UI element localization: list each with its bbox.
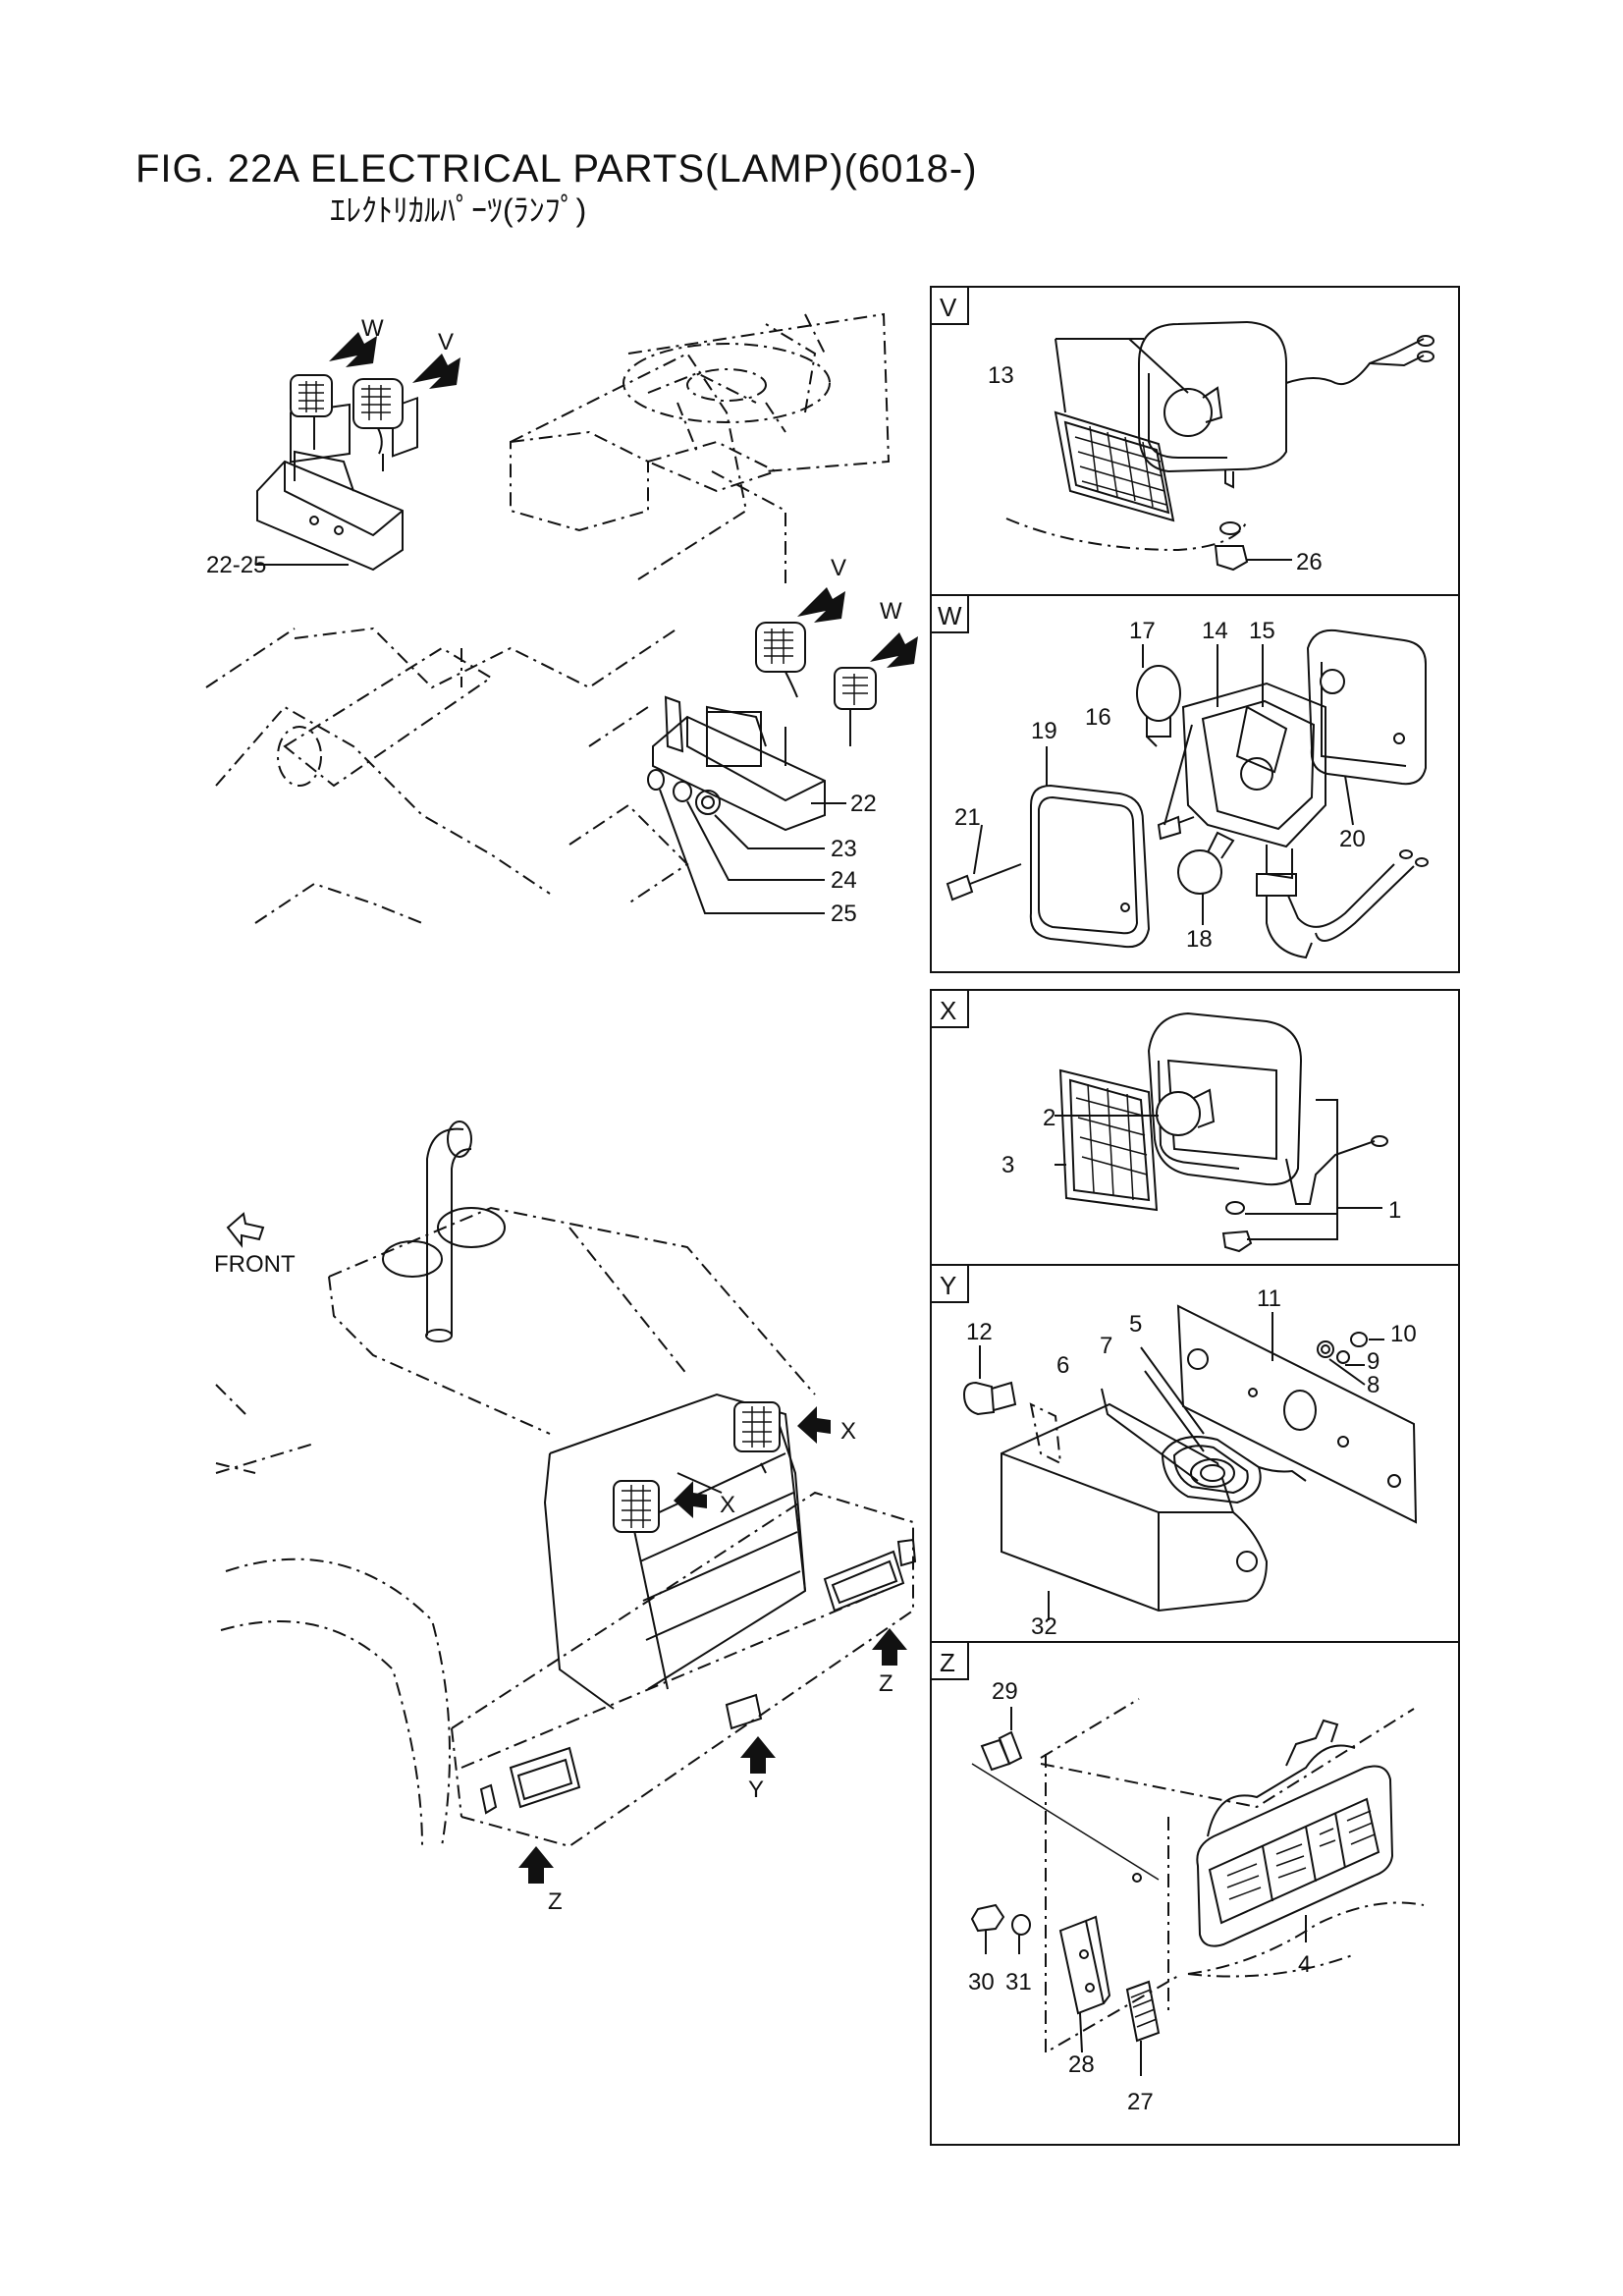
panel-z-content: 29 4 30 31 28 27	[968, 1678, 1425, 2115]
callout-15: 15	[1249, 618, 1275, 644]
callout-13: 13	[988, 362, 1014, 389]
callout-14: 14	[1202, 618, 1228, 644]
callout-4: 4	[1298, 1951, 1311, 1978]
rear-arrow-w-right: W	[880, 598, 902, 625]
rear-arrow-v-left: V	[438, 329, 454, 355]
callout-25: 25	[831, 901, 857, 927]
callout-21: 21	[954, 804, 981, 831]
callout-17: 17	[1129, 618, 1156, 644]
callout-1: 1	[1388, 1197, 1401, 1224]
callout-30: 30	[968, 1969, 995, 1995]
front-arrow-x-upper: X	[840, 1418, 856, 1445]
front-label: FRONT	[214, 1251, 296, 1278]
front-arrow-x-lower: X	[720, 1492, 735, 1518]
panel-y-label: Y	[940, 1271, 956, 1300]
callout-11: 11	[1257, 1285, 1281, 1312]
panel-w: W	[930, 594, 1460, 973]
panel-v-content: 13 26	[988, 320, 1434, 575]
panel-y-content: 11 10 12 5 7 6 9 8 32	[962, 1285, 1418, 1640]
callout-22: 22	[850, 791, 877, 817]
front-view: FRONT	[214, 1121, 917, 1915]
callout-18: 18	[1186, 926, 1213, 953]
callout-7: 7	[1100, 1333, 1112, 1359]
callout-24: 24	[831, 867, 857, 894]
panel-w-content: 17 14 15 16 19 21 20 18	[946, 618, 1429, 959]
figure-title: FIG. 22A ELECTRICAL PARTS(LAMP)(6018-)	[135, 147, 978, 191]
panel-z-label: Z	[940, 1648, 955, 1677]
callout-8: 8	[1367, 1372, 1380, 1398]
callout-23: 23	[831, 836, 857, 862]
callout-16: 16	[1085, 704, 1111, 731]
rear-arrow-w-left: W	[361, 315, 384, 342]
callout-20: 20	[1339, 826, 1366, 852]
callout-10: 10	[1390, 1321, 1417, 1347]
callout-6: 6	[1056, 1352, 1069, 1379]
front-arrow-y: Y	[748, 1777, 764, 1803]
callout-28: 28	[1068, 2051, 1095, 2078]
figure-subtitle: ｴﾚｸﾄﾘｶﾙﾊﾟｰﾂ(ﾗﾝﾌﾟ)	[330, 192, 587, 228]
panel-v-label: V	[940, 293, 957, 322]
callout-3: 3	[1001, 1152, 1014, 1178]
callout-19: 19	[1031, 718, 1057, 744]
rear-arrow-v-right: V	[831, 555, 846, 581]
callout-29: 29	[992, 1678, 1018, 1705]
callout-31: 31	[1005, 1969, 1032, 1995]
front-arrow-z-left: Z	[548, 1888, 563, 1915]
front-arrow-z-right: Z	[879, 1670, 893, 1697]
callout-12: 12	[966, 1319, 993, 1345]
panel-y: Y	[930, 1264, 1460, 1643]
panel-w-label: W	[938, 601, 962, 630]
front-arrow-icon	[226, 1212, 265, 1248]
callout-27: 27	[1127, 2089, 1154, 2115]
panel-x-label: X	[940, 996, 956, 1025]
callout-32: 32	[1031, 1613, 1057, 1640]
callout-5: 5	[1129, 1311, 1142, 1338]
callout-2: 2	[1043, 1105, 1055, 1131]
callout-26: 26	[1296, 549, 1323, 575]
title-block: FIG. 22A ELECTRICAL PARTS(LAMP)(6018-) ｴ…	[135, 147, 978, 230]
rear-view: W V V W 22-25 22 23 24 25	[205, 312, 918, 927]
callout-22-25: 22-25	[206, 552, 266, 578]
callout-9: 9	[1367, 1348, 1380, 1375]
panel-x-content: 2 3 1	[1001, 1011, 1401, 1253]
panel-z: Z	[930, 1641, 1460, 2146]
